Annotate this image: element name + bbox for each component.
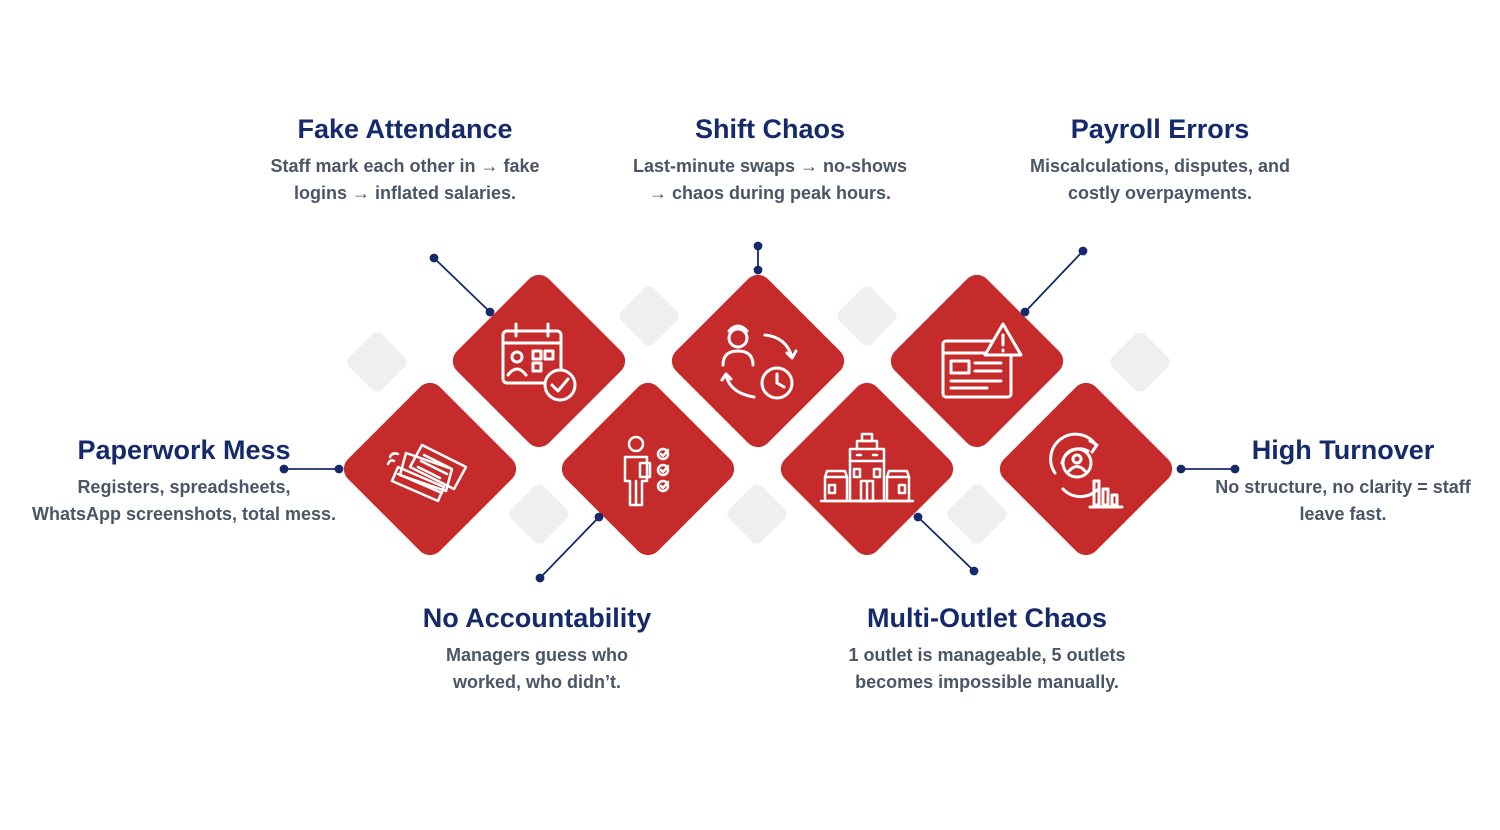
shift-chaos-description: Last-minute swaps → no-shows → chaos dur… xyxy=(595,153,945,207)
filler-diamond xyxy=(834,283,900,349)
description-line: becomes impossible manually. xyxy=(855,672,1119,692)
filler-diamond xyxy=(1107,329,1173,395)
fake-attendance-title: Fake Attendance xyxy=(297,114,513,144)
description-line: logins → inflated salaries. xyxy=(293,183,517,203)
no-accountability-description: Managers guess who worked, who didn’t. xyxy=(372,642,702,696)
browser-warning-icon xyxy=(927,311,1027,411)
filler-diamond xyxy=(724,481,790,547)
description-line: leave fast. xyxy=(1299,504,1387,524)
description-line: → chaos during peak hours. xyxy=(648,183,892,203)
filler-diamond xyxy=(344,329,410,395)
paperwork-mess-block: Paperwork Mess Registers, spreadsheets, … xyxy=(0,434,368,528)
payroll-errors-description: Miscalculations, disputes, and costly ov… xyxy=(985,153,1335,207)
multi-outlet-chaos-block: Multi-Outlet Chaos 1 outlet is manageabl… xyxy=(812,602,1162,696)
description-line: Miscalculations, disputes, and xyxy=(1029,156,1291,176)
person-checklist-icon xyxy=(598,419,698,519)
description-line: Staff mark each other in → fake xyxy=(270,156,540,176)
multi-outlet-chaos-description: 1 outlet is manageable, 5 outlets become… xyxy=(812,642,1162,696)
filler-diamond xyxy=(944,481,1010,547)
multi-outlet-chaos-title: Multi-Outlet Chaos xyxy=(867,603,1107,633)
fake-attendance-description: Staff mark each other in → fake logins →… xyxy=(230,153,580,207)
description-line: Last-minute swaps → no-shows xyxy=(632,156,908,176)
paper-stack-icon xyxy=(380,419,480,519)
person-clock-cycle-icon xyxy=(708,311,808,411)
description-line: WhatsApp screenshots, total mess. xyxy=(31,504,337,524)
shift-chaos-title: Shift Chaos xyxy=(694,114,845,144)
payroll-errors-block: Payroll Errors Miscalculations, disputes… xyxy=(985,113,1335,207)
high-turnover-title: High Turnover xyxy=(1251,435,1435,465)
payroll-errors-title: Payroll Errors xyxy=(1070,114,1250,144)
high-turnover-block: High Turnover No structure, no clarity =… xyxy=(1190,434,1496,528)
turnover-chart-icon xyxy=(1036,419,1136,519)
calendar-check-icon xyxy=(489,311,589,411)
no-accountability-title: No Accountability xyxy=(422,603,652,633)
filler-diamond xyxy=(616,283,682,349)
paperwork-mess-title: Paperwork Mess xyxy=(77,435,291,465)
description-line: Managers guess who xyxy=(445,645,629,665)
fake-attendance-block: Fake Attendance Staff mark each other in… xyxy=(230,113,580,207)
description-line: worked, who didn’t. xyxy=(453,672,621,692)
storefronts-icon xyxy=(817,419,917,519)
description-line: 1 outlet is manageable, 5 outlets xyxy=(848,645,1126,665)
filler-diamond xyxy=(506,481,572,547)
description-line: costly overpayments. xyxy=(1067,183,1253,203)
high-turnover-description: No structure, no clarity = staff leave f… xyxy=(1190,474,1496,528)
shift-chaos-block: Shift Chaos Last-minute swaps → no-shows… xyxy=(595,113,945,207)
description-line: No structure, no clarity = staff xyxy=(1215,477,1471,497)
paperwork-mess-description: Registers, spreadsheets, WhatsApp screen… xyxy=(0,474,368,528)
no-accountability-block: No Accountability Managers guess who wor… xyxy=(372,602,702,696)
description-line: Registers, spreadsheets, xyxy=(77,477,291,497)
